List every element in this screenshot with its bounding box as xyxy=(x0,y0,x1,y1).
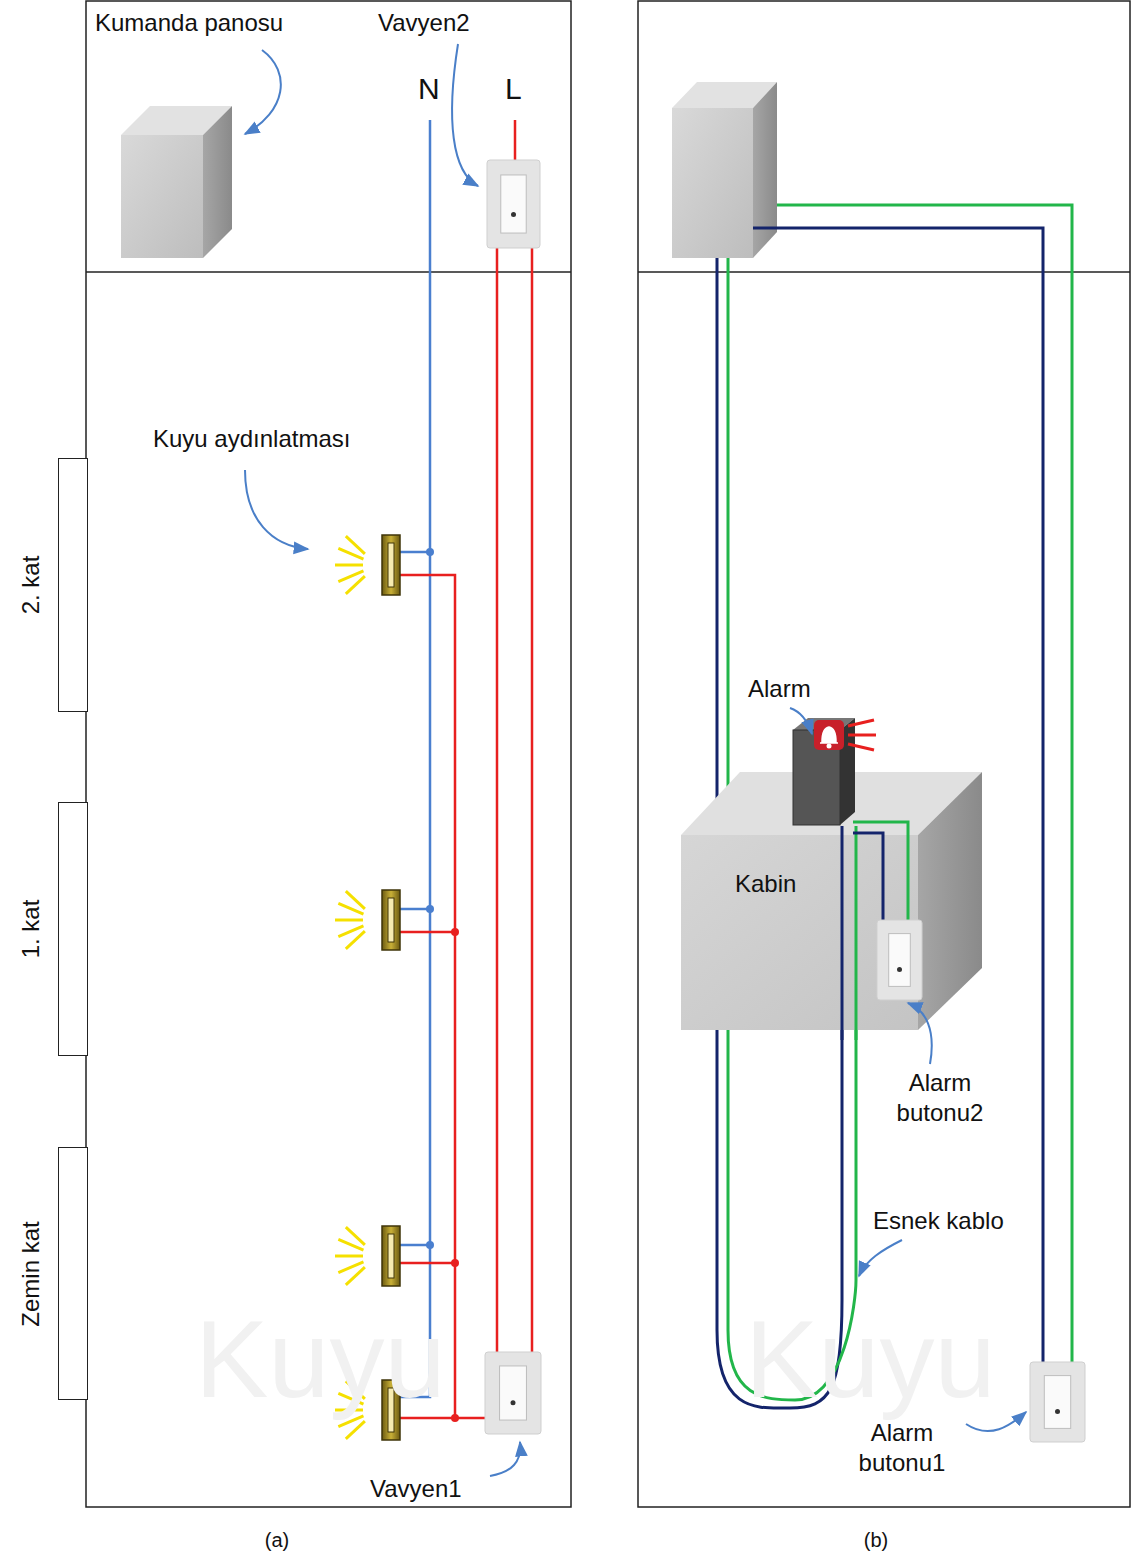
drawing-part xyxy=(335,919,363,922)
floor-door: 2. kat xyxy=(58,458,88,712)
drawing-part xyxy=(346,931,365,949)
drawing-part xyxy=(400,575,485,1418)
drawing-part xyxy=(451,928,459,1422)
drawing-part xyxy=(753,82,777,258)
drawing-part xyxy=(814,720,844,750)
drawing-part xyxy=(346,1227,365,1245)
drawing-part xyxy=(338,1239,363,1250)
drawing-part xyxy=(848,734,876,737)
floor-door: 1. kat xyxy=(58,802,88,1056)
drawing-part xyxy=(451,1259,459,1267)
drawing-part xyxy=(853,833,883,920)
callout-label: Alarm xyxy=(748,674,811,704)
drawing-part xyxy=(346,1267,365,1285)
drawing-part xyxy=(451,1414,459,1422)
drawing-part xyxy=(426,1241,434,1249)
drawing-part xyxy=(400,552,430,1245)
callout-label: Alarm butonu1 xyxy=(837,1418,967,1478)
drawing-part xyxy=(1044,1376,1070,1429)
drawing-part xyxy=(497,248,532,1352)
cabin-box: Kabin xyxy=(681,835,918,1030)
panel-caption: (b) xyxy=(864,1528,888,1553)
drawing-part xyxy=(121,135,203,258)
drawing-part xyxy=(426,905,434,913)
drawing-part xyxy=(400,120,430,1397)
floor-label: 1. kat xyxy=(17,900,45,959)
drawing-part xyxy=(877,920,922,1000)
drawing-part xyxy=(452,44,478,186)
drawing-part xyxy=(848,720,874,726)
drawing-part xyxy=(500,1366,527,1420)
wire-name: N xyxy=(418,70,440,108)
drawing-part xyxy=(426,548,434,1249)
floor-door: Zemin kat xyxy=(58,1147,88,1400)
drawing-part xyxy=(388,543,394,587)
drawing-part xyxy=(382,1226,400,1286)
drawing-part xyxy=(889,934,911,987)
drawing-part xyxy=(245,50,281,134)
drawing-part xyxy=(848,744,874,750)
drawing-part xyxy=(346,576,365,594)
drawing-part xyxy=(827,744,832,749)
drawing-part xyxy=(338,903,363,914)
drawing-part xyxy=(511,1400,516,1405)
drawing-part xyxy=(346,1421,365,1439)
watermark: Kuyu xyxy=(195,1290,446,1428)
drawing-part xyxy=(451,928,459,936)
callout-label: Alarm butonu2 xyxy=(875,1068,1005,1128)
drawing-part xyxy=(487,160,540,248)
panel-caption: (a) xyxy=(265,1528,289,1553)
floor-label: Zemin kat xyxy=(17,1221,45,1326)
floor-label: 2. kat xyxy=(17,556,45,615)
drawing-part xyxy=(1030,1362,1085,1442)
wire-name: L xyxy=(505,70,522,108)
drawing-part xyxy=(511,212,516,217)
drawing-part xyxy=(638,271,1130,273)
drawing-part xyxy=(848,720,876,750)
drawing-part xyxy=(490,1442,520,1476)
drawing-part xyxy=(841,826,844,1040)
drawing-part xyxy=(338,548,363,559)
drawing-part xyxy=(638,1,1130,1507)
drawing-part xyxy=(388,898,394,942)
drawing-part xyxy=(382,890,400,950)
drawing-part xyxy=(859,1240,902,1276)
drawing-part xyxy=(820,727,838,743)
drawing-part xyxy=(86,1,571,1507)
drawing-part xyxy=(897,967,902,972)
drawing-part xyxy=(918,772,982,1030)
callout-label: Kumanda panosu xyxy=(95,8,283,38)
drawing-part xyxy=(514,120,517,160)
drawing-part xyxy=(790,708,812,734)
drawing-part xyxy=(203,106,232,258)
drawing-part xyxy=(485,1352,541,1434)
callout-label: Kuyu aydınlatması xyxy=(153,424,350,454)
watermark: Kuyu xyxy=(745,1290,996,1428)
drawing-part xyxy=(346,536,365,554)
drawing-part xyxy=(1055,1409,1060,1414)
drawing-part xyxy=(426,548,434,556)
drawing-part xyxy=(400,120,532,1418)
drawing-part xyxy=(335,564,363,567)
drawing-part xyxy=(388,1234,394,1278)
drawing-part xyxy=(853,822,908,920)
drawing-part xyxy=(672,108,753,258)
drawing-part xyxy=(382,535,400,595)
drawing-part xyxy=(245,470,308,549)
drawing-part xyxy=(855,826,858,1040)
callout-label: Esnek kablo xyxy=(873,1206,1004,1236)
drawing-part xyxy=(501,175,526,233)
drawing-part xyxy=(335,1255,363,1258)
callout-label: Vavyen1 xyxy=(370,1474,462,1504)
callout-label: Vavyen2 xyxy=(378,8,470,38)
drawing-part xyxy=(245,44,1026,1476)
drawing-part xyxy=(908,1003,932,1064)
cabin-label: Kabin xyxy=(735,870,796,898)
drawing-part xyxy=(485,160,541,1434)
drawing-part xyxy=(346,891,365,909)
